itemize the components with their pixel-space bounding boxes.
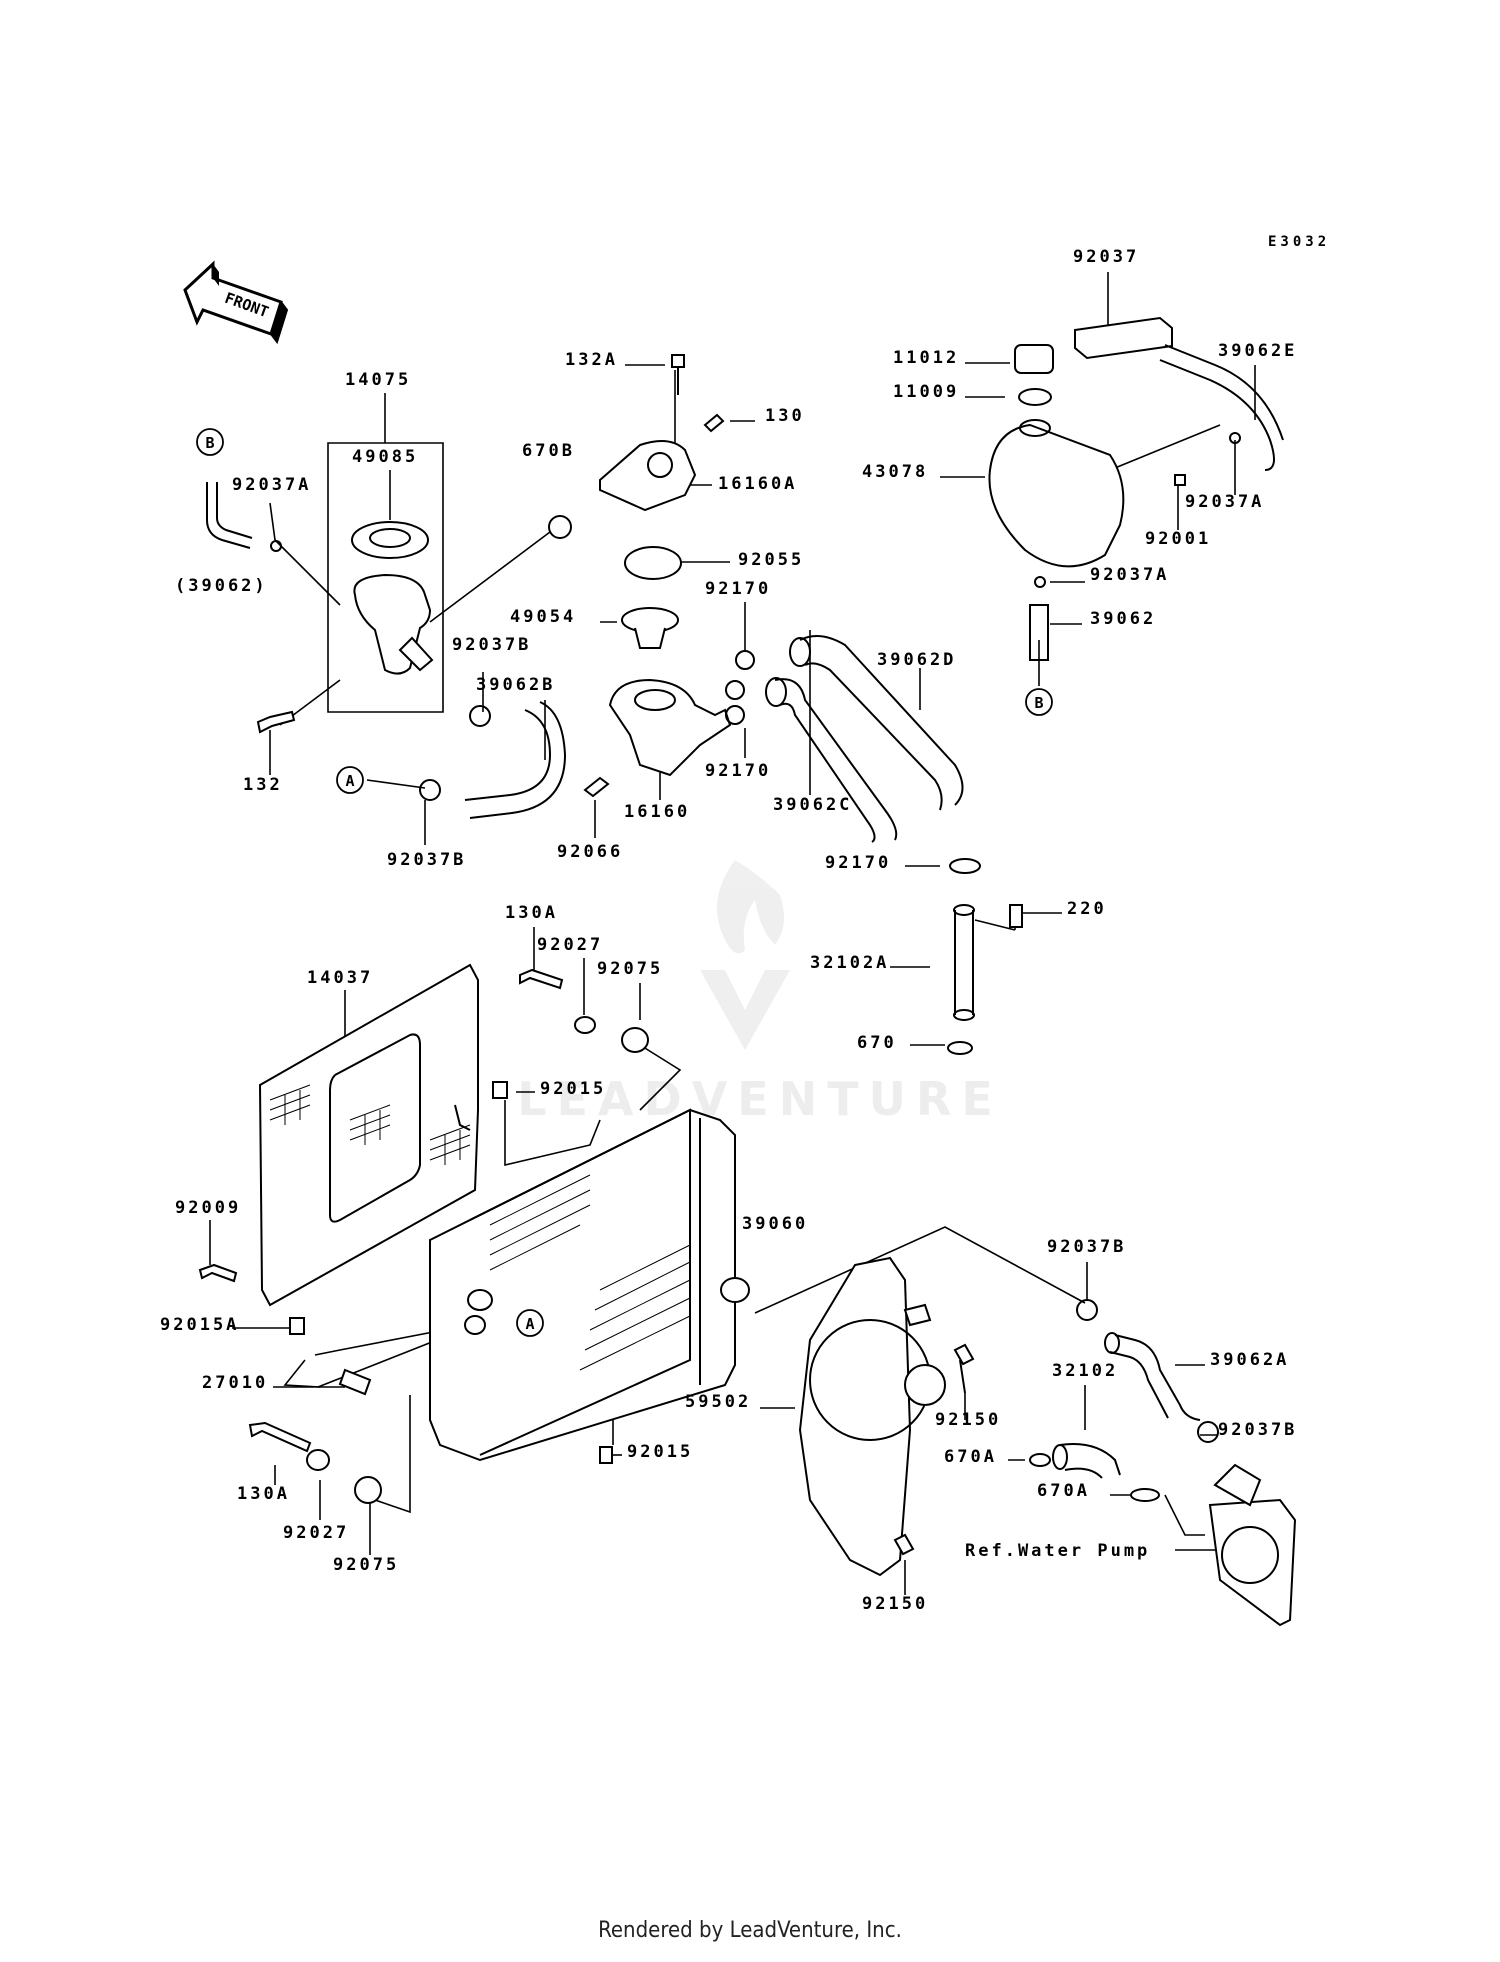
part-number-label: 670A <box>1037 1481 1090 1501</box>
part-number-label: 92015A <box>160 1315 239 1335</box>
part-number-label: 92170 <box>825 853 891 873</box>
footer-credit: Rendered by LeadVenture, Inc. <box>598 1918 902 1943</box>
part-number-label: 92015 <box>627 1442 693 1462</box>
svg-text:A: A <box>345 772 354 790</box>
part-number-label: 130 <box>765 406 805 426</box>
part-number-label: 39062E <box>1218 341 1297 361</box>
part-number-label: 92009 <box>175 1198 241 1218</box>
marker-b-top: B <box>196 428 224 456</box>
part-number-label: 92027 <box>283 1523 349 1543</box>
part-number-label: 11009 <box>893 382 959 402</box>
part-number-label: (39062) <box>175 576 268 596</box>
marker-b-right: B <box>1025 688 1053 716</box>
part-number-label: 92170 <box>705 761 771 781</box>
part-number-label: 670 <box>857 1033 897 1053</box>
watermark: LEADVENTURE <box>517 860 1003 1126</box>
part-number-label: 59502 <box>685 1392 751 1412</box>
part-number-label: 14075 <box>345 370 411 390</box>
part-number-label: 32102A <box>810 953 889 973</box>
part-number-label: 16160A <box>718 474 797 494</box>
part-number-label: 92075 <box>597 959 663 979</box>
part-number-label: 670B <box>522 441 575 461</box>
part-number-label: 92027 <box>537 935 603 955</box>
part-number-label: 39062B <box>476 675 555 695</box>
diagram-code: E3032 <box>1268 234 1330 250</box>
front-arrow-icon: FRONT <box>183 260 289 345</box>
part-number-label: 39062C <box>773 795 852 815</box>
part-number-label: 132 <box>243 775 283 795</box>
svg-text:B: B <box>205 434 214 452</box>
part-number-label: 32102 <box>1052 1361 1118 1381</box>
part-number-label: 92055 <box>738 550 804 570</box>
part-number-label: 92037A <box>1090 565 1169 585</box>
part-number-label: 16160 <box>624 802 690 822</box>
reference-markers: B B A A <box>196 428 1053 1337</box>
svg-text:A: A <box>525 1315 534 1333</box>
part-number-label: 49054 <box>510 607 576 627</box>
marker-a-radiator: A <box>516 1309 544 1337</box>
parts <box>198 316 1297 1627</box>
part-number-label: 92150 <box>935 1410 1001 1430</box>
part-number-label: 43078 <box>862 462 928 482</box>
part-number-label: 92075 <box>333 1555 399 1575</box>
part-number-label: 14037 <box>307 968 373 988</box>
part-number-label: 39062 <box>1090 609 1156 629</box>
part-number-label: 39062A <box>1210 1350 1289 1370</box>
part-number-label: 92037A <box>1185 492 1264 512</box>
part-number-label: 92066 <box>557 842 623 862</box>
marker-a-top: A <box>336 766 364 794</box>
part-number-label: 670A <box>944 1447 997 1467</box>
part-number-label: 220 <box>1067 899 1107 919</box>
part-number-label: 27010 <box>202 1373 268 1393</box>
part-number-label: 130A <box>505 903 558 923</box>
part-number-label: 92037B <box>387 850 466 870</box>
part-number-label: 92001 <box>1145 529 1211 549</box>
part-number-label: 92037B <box>1047 1237 1126 1257</box>
part-number-label: 130A <box>237 1484 290 1504</box>
part-number-label: 92037B <box>1218 1420 1297 1440</box>
part-number-label: 92037B <box>452 635 531 655</box>
ref-water-pump-label: Ref.Water Pump <box>965 1541 1150 1561</box>
part-number-label: 11012 <box>893 348 959 368</box>
part-number-label: 132A <box>565 350 618 370</box>
part-number-label: 49085 <box>352 447 418 467</box>
part-number-label: 92170 <box>705 579 771 599</box>
part-number-label: 92015 <box>540 1079 606 1099</box>
watermark-text: LEADVENTURE <box>517 1072 1003 1126</box>
part-number-label: 39060 <box>742 1214 808 1234</box>
part-number-label: 92037 <box>1073 247 1139 267</box>
part-number-label: 92037A <box>232 475 311 495</box>
svg-text:B: B <box>1034 694 1043 712</box>
part-number-label: 92150 <box>862 1594 928 1614</box>
part-number-label: 39062D <box>877 650 956 670</box>
